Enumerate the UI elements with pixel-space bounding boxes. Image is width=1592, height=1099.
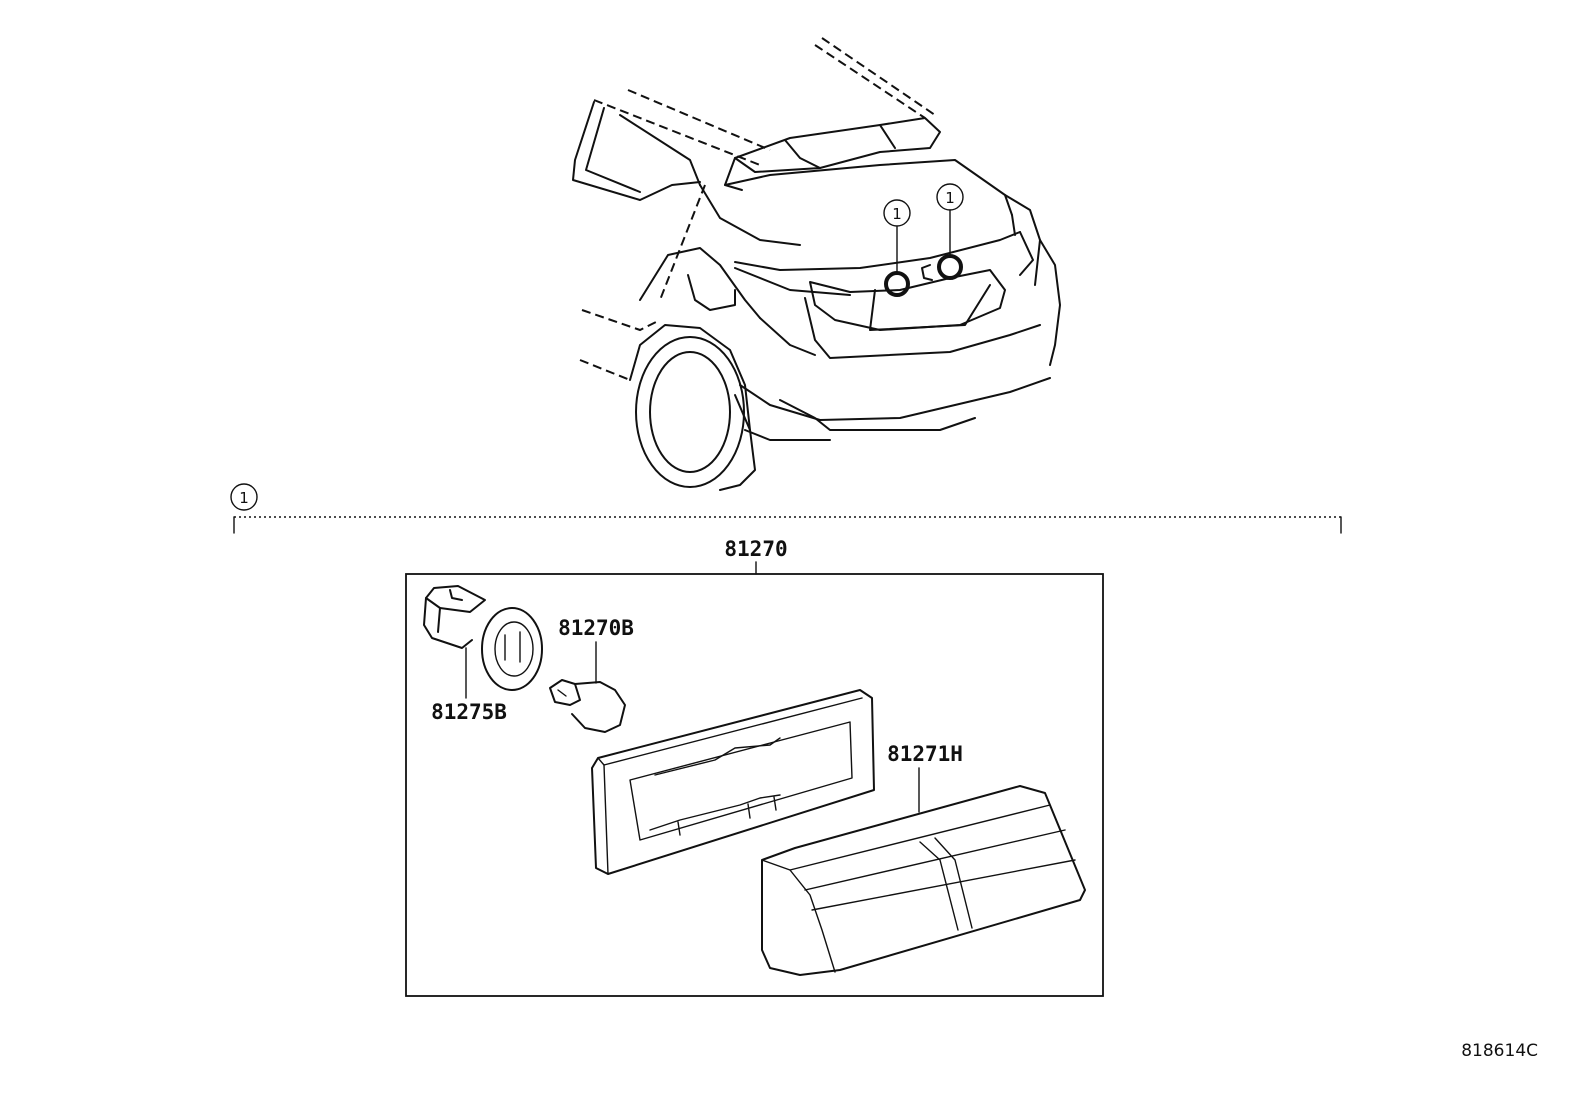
license-light-right-marker [937, 254, 963, 280]
svg-text:1: 1 [892, 205, 902, 223]
bulb-part-number: 81270B [558, 616, 634, 640]
housing-gasket [591, 689, 875, 875]
group-reference-line: 1 [230, 483, 1342, 534]
callout-1-left: 1 [883, 199, 911, 227]
svg-text:1: 1 [945, 189, 955, 207]
callout-1-right: 1 [936, 183, 964, 211]
vehicle-rear-illustration [572, 37, 1061, 491]
diagram-code: 818614C [1461, 1041, 1538, 1061]
license-light-left-marker [884, 271, 910, 297]
lens-part-number: 81271H [887, 742, 963, 766]
socket-part-number: 81275B [431, 700, 507, 724]
group-callout-number: 1 [239, 489, 249, 507]
assembly-box: 81270 [405, 537, 1104, 997]
bulb-part [549, 641, 626, 733]
assembly-part-number: 81270 [724, 537, 787, 561]
lens-part [761, 767, 1086, 976]
socket-part [423, 585, 543, 699]
